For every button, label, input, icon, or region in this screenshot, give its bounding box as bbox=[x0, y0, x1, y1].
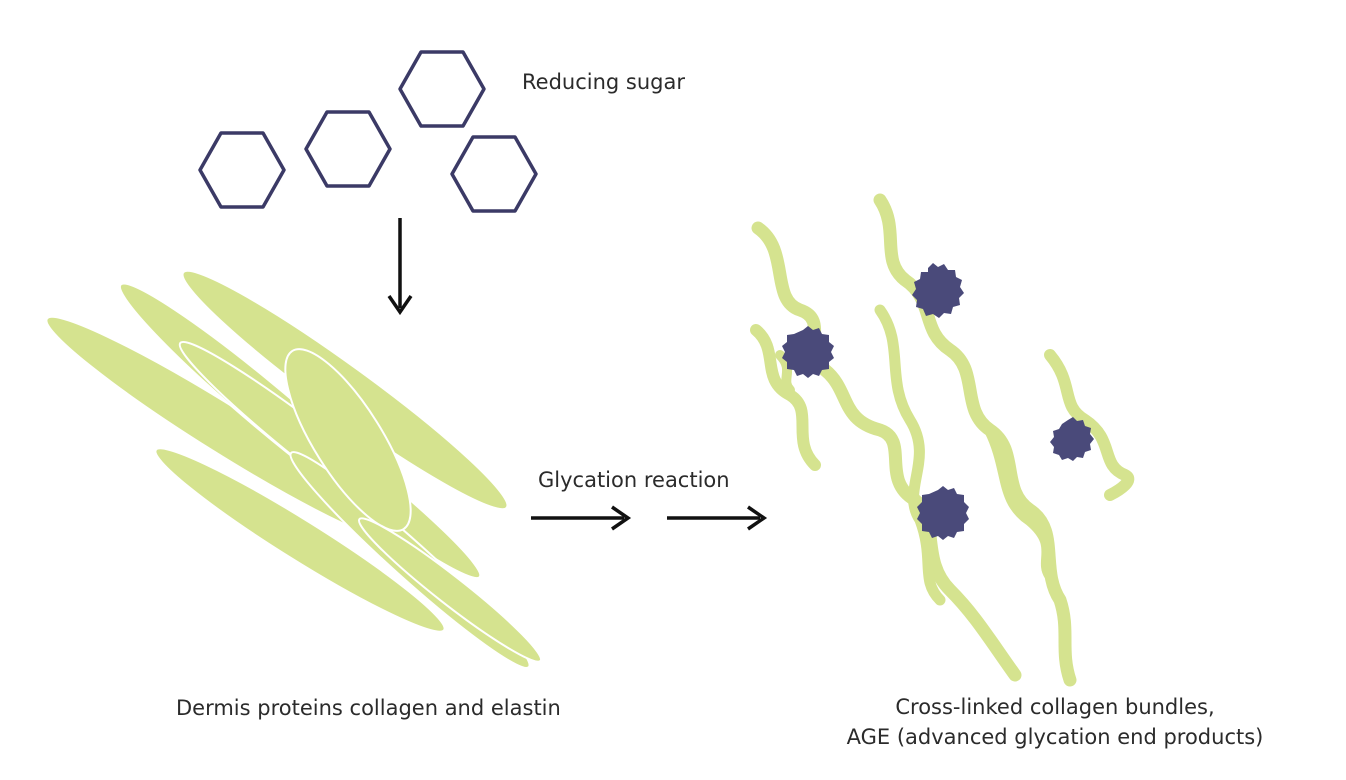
age-molecules bbox=[782, 263, 1094, 540]
dermis-fibers bbox=[45, 269, 543, 669]
reducing-sugar-group bbox=[198, 50, 538, 213]
sugar-hexagon-icon bbox=[198, 131, 286, 209]
age-spiky-blob-icon bbox=[782, 326, 834, 378]
down-arrow-icon bbox=[387, 218, 413, 316]
reducing-sugar-label: Reducing sugar bbox=[522, 70, 685, 94]
crosslinked-strands bbox=[750, 193, 1135, 687]
collagen-fiber bbox=[284, 348, 412, 532]
glycation-reaction-label: Glycation reaction bbox=[538, 468, 730, 492]
sugar-hexagon-icon bbox=[304, 110, 392, 188]
dermis-proteins-label: Dermis proteins collagen and elastin bbox=[176, 696, 561, 720]
age-spiky-blob-icon bbox=[917, 486, 969, 540]
age-spiky-blob-icon bbox=[1050, 417, 1094, 461]
collagen-fiber bbox=[357, 517, 543, 663]
collagen-strand bbox=[873, 193, 1077, 687]
crosslinked-label-line2: AGE (advanced glycation end products) bbox=[846, 725, 1264, 749]
sugar-hexagon-icon bbox=[398, 50, 486, 128]
collagen-strand bbox=[1044, 349, 1135, 501]
collagen-strand bbox=[984, 424, 1056, 581]
crosslinked-collagen-label: Cross-linked collagen bundles, AGE (adva… bbox=[830, 692, 1280, 752]
collagen-strand bbox=[751, 221, 1022, 682]
collagen-strand bbox=[750, 324, 821, 471]
collagen-strand bbox=[874, 304, 946, 606]
reaction-arrow-icon bbox=[667, 505, 768, 531]
age-spiky-blob-icon bbox=[912, 263, 964, 318]
reaction-arrow-icon bbox=[531, 505, 632, 531]
crosslinked-label-line1: Cross-linked collagen bundles, bbox=[895, 695, 1215, 719]
collagen-fiber bbox=[154, 447, 446, 633]
sugar-hexagon-icon bbox=[450, 135, 538, 213]
